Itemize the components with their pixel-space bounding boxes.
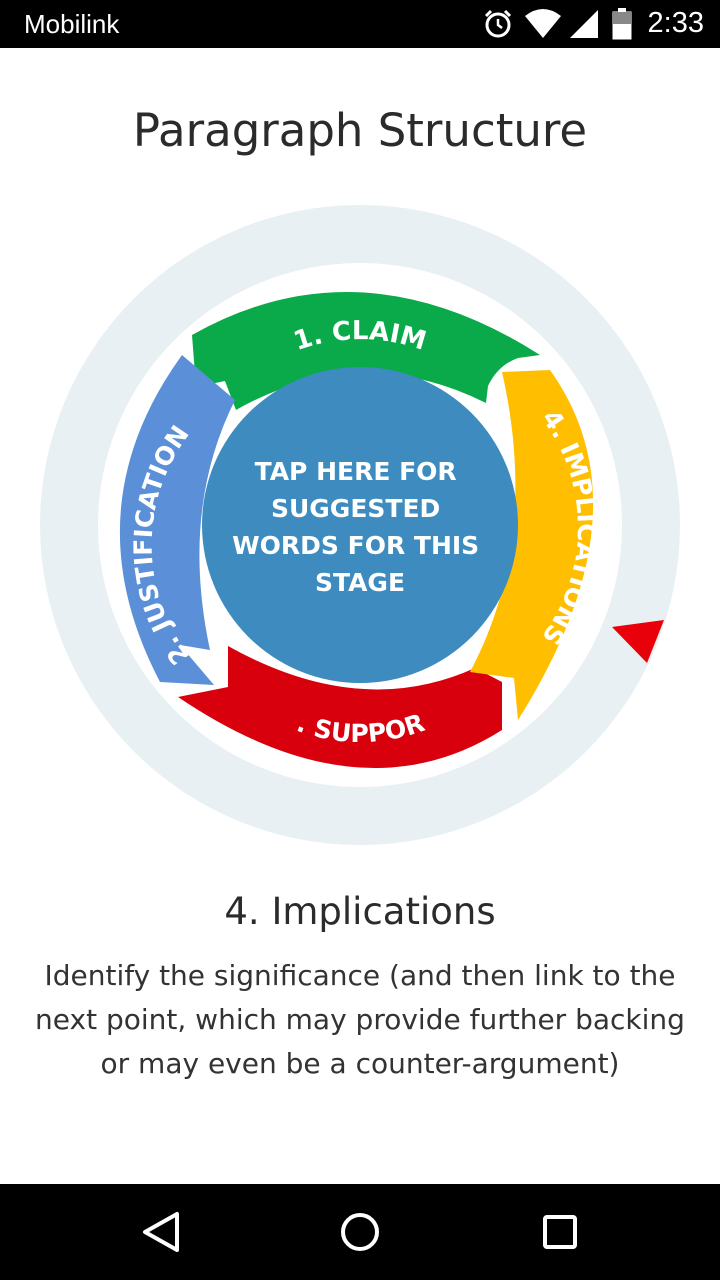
signal-icon <box>570 10 598 38</box>
stage-description: Identify the significance (and then link… <box>35 959 685 1080</box>
home-icon[interactable] <box>300 1184 420 1280</box>
current-stage-indicator <box>612 620 664 663</box>
segment-support[interactable] <box>178 646 502 769</box>
center-line-4: STAGE <box>315 568 405 597</box>
segment-claim[interactable] <box>192 292 540 410</box>
alarm-icon <box>484 9 512 38</box>
wifi-icon <box>525 9 561 38</box>
center-line-2: SUGGESTED <box>271 494 440 523</box>
center-line-1: TAP HERE FOR <box>255 457 457 486</box>
center-line-3: WORDS FOR THIS <box>232 531 479 560</box>
clock: 2:33 <box>647 7 704 39</box>
back-icon[interactable] <box>100 1184 220 1280</box>
status-bar: Mobilink 2:33 <box>0 0 720 48</box>
paragraph-cycle-diagram: 1. CLAIM 2. JUSTIFICATION 3. SUPPORT 4. … <box>0 200 680 845</box>
suggested-words-button[interactable]: TAP HERE FOR SUGGESTED WORDS FOR THIS ST… <box>202 367 518 683</box>
recents-icon[interactable] <box>500 1184 620 1280</box>
page-title: Paragraph Structure <box>132 104 588 157</box>
battery-icon <box>612 8 632 40</box>
segment-implications[interactable] <box>470 370 594 720</box>
svg-text:TAP HERE FOR SUGGESTED: TAP HERE FOR SUGGESTED WORDS FOR THIS ST… <box>232 457 488 597</box>
stage-title: 4. Implications <box>224 890 496 933</box>
segment-justification[interactable] <box>119 355 235 685</box>
navigation-bar <box>0 1184 720 1280</box>
carrier-name: Mobilink <box>24 9 120 39</box>
